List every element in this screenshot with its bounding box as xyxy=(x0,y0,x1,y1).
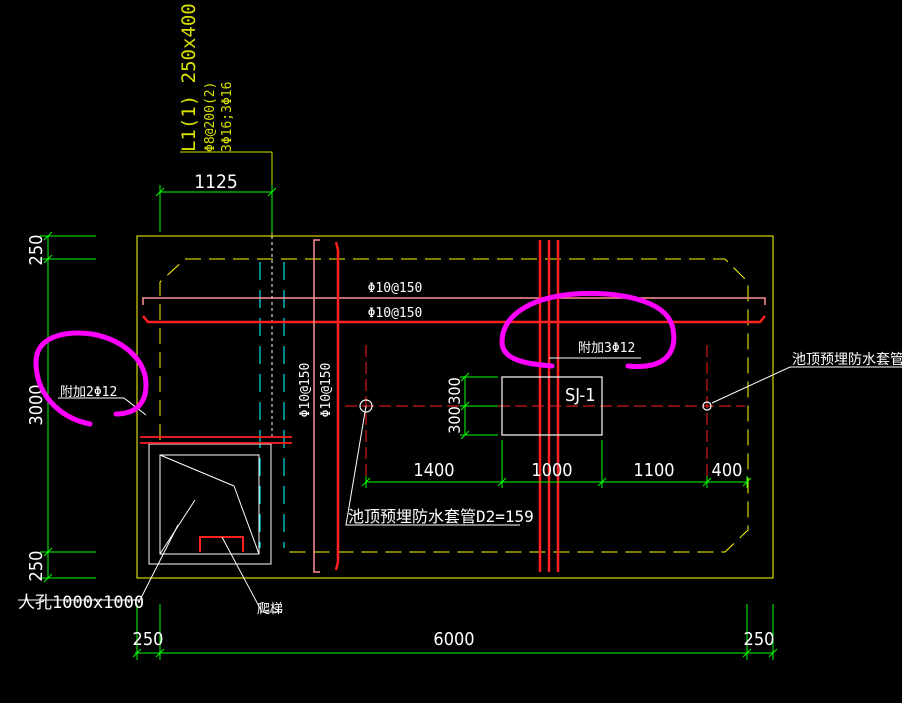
extra-top-label: 附加3Φ12 xyxy=(578,341,635,356)
pipe-right-circle xyxy=(702,401,712,411)
beam-label-line1: L1(1) 250x400 xyxy=(178,3,200,152)
manhole-label: 人孔1000x1000 xyxy=(18,593,144,613)
dimension-left xyxy=(40,231,96,583)
extra-left-label: 附加2Φ12 xyxy=(60,385,117,400)
manhole xyxy=(148,443,272,565)
pipe-right-label: 池顶预埋防水套管D xyxy=(792,352,902,368)
pipe-left-leader xyxy=(345,405,520,526)
ladder-label: 爬梯 xyxy=(257,602,283,617)
sj-label: SJ-1 xyxy=(565,385,596,406)
dim-1125: 1125 xyxy=(194,171,238,193)
pipe-right-leader xyxy=(711,366,902,404)
rebar-h2-label: Φ10@150 xyxy=(368,306,423,321)
sj-dimension xyxy=(460,372,498,440)
pipe-left-circle xyxy=(359,399,373,413)
dim-sj-300-a: 300 xyxy=(445,377,464,404)
sj-box xyxy=(501,376,603,436)
dim-400: 400 xyxy=(712,460,743,481)
dim-1400: 1400 xyxy=(413,460,454,481)
beam-label: L1(1) 250x400 Φ8@200(2) 3Φ16;3Φ16 xyxy=(178,3,235,152)
rebar-v1-label: Φ10@150 xyxy=(298,363,313,418)
rebar-h1-label: Φ10@150 xyxy=(368,281,423,296)
annotation-circle-left xyxy=(33,330,149,427)
dim-left-3000: 3000 xyxy=(26,384,47,425)
manhole-extra-rebar xyxy=(140,436,292,444)
dim-1100: 1100 xyxy=(633,460,674,481)
dimension-bottom xyxy=(132,604,778,660)
dim-sj-300-b: 300 xyxy=(445,406,464,433)
dim-1000: 1000 xyxy=(531,460,572,481)
rebar-v2-label: Φ10@150 xyxy=(319,363,334,418)
rebar-horizontal xyxy=(142,297,766,324)
dim-bottom-6000: 6000 xyxy=(433,629,474,650)
dimension-top xyxy=(155,185,277,232)
annotation-circle-top xyxy=(499,290,677,369)
inner-wall-outline xyxy=(159,258,749,553)
ladder-icon xyxy=(199,536,244,552)
manhole-leader xyxy=(18,524,179,601)
ladder-leader xyxy=(221,536,282,613)
dim-left-250-bottom: 250 xyxy=(26,551,47,582)
dim-bottom-250-right: 250 xyxy=(744,629,775,650)
beam-edges xyxy=(259,262,285,548)
beam-label-line2: Φ8@200(2) xyxy=(203,82,218,152)
dim-bottom-250-left: 250 xyxy=(133,629,164,650)
pipe-left-label: 池顶预埋防水套管D2=159 xyxy=(348,507,534,526)
dimension-row xyxy=(361,440,752,488)
rebar-vertical xyxy=(313,239,340,573)
dim-left-250-top: 250 xyxy=(26,235,47,266)
beam-label-line3: 3Φ16;3Φ16 xyxy=(220,82,235,152)
